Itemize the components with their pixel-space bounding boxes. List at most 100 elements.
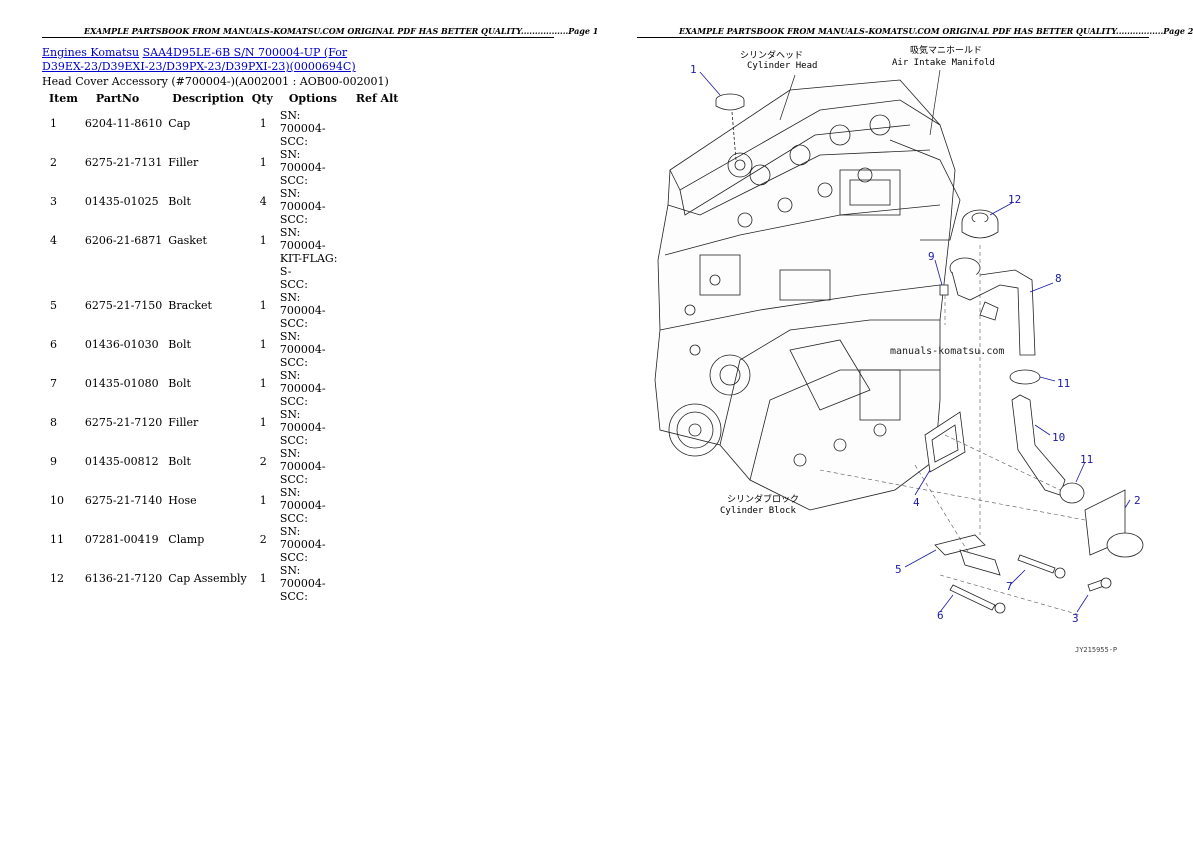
row-description: Cap Assembly: [168, 572, 247, 585]
breadcrumb: Engines Komatsu SAA4D95LE-6B S/N 700004-…: [42, 46, 602, 74]
callout-6: 6: [937, 609, 944, 622]
intake-jp-label: 吸気マニホールド: [910, 44, 982, 56]
row-option-line: SCC:: [279, 434, 308, 447]
row-partno: 6136-21-7120: [84, 572, 163, 585]
cylinder-head-en-label: Cylinder Head: [747, 61, 817, 71]
table-header-row: Item PartNo Description Qty Options Ref …: [42, 91, 402, 109]
row-option-line: SN: 700004-: [279, 408, 326, 434]
row-ref-alt: [349, 369, 403, 408]
row-item: 6: [50, 338, 57, 351]
row-options: SN: 700004-SCC:: [277, 486, 349, 525]
row-option-line: SCC:: [279, 317, 308, 330]
callout-2: 2: [1134, 494, 1141, 507]
callout-8: 8: [1055, 272, 1062, 285]
row-ref-alt: [349, 226, 403, 291]
row-description: Bolt: [168, 195, 191, 208]
row-item: 4: [50, 234, 57, 247]
row-partno: 01435-01080: [84, 377, 159, 390]
row-item: 1: [50, 117, 57, 130]
row-option-line: SN: 700004-: [279, 564, 326, 590]
row-options: SN: 700004-SCC:: [277, 564, 349, 603]
watermark-text: manuals-komatsu.com: [890, 346, 1004, 357]
row-options: SN: 700004-SCC:: [277, 291, 349, 330]
row-partno: 6206-21-6871: [84, 234, 163, 247]
row-option-line: SN: 700004-: [279, 447, 326, 473]
callout-5: 5: [895, 563, 902, 576]
row-option-line: SN: 700004-: [279, 148, 326, 174]
block-jp-label: シリンダブロック: [727, 493, 799, 505]
cylinder-head-jp-label: シリンダヘッド: [740, 49, 803, 61]
row-description: Bolt: [168, 377, 191, 390]
row-option-line: SCC:: [279, 135, 308, 148]
leader-lines: [699, 71, 1131, 613]
row-option-line: SCC:: [279, 551, 308, 564]
cap-part-1: [715, 93, 745, 161]
col-header-partno: PartNo: [95, 92, 140, 105]
breadcrumb-engines-link[interactable]: Engines Komatsu: [42, 46, 140, 59]
row-ref-alt: [349, 291, 403, 330]
header-rule-right: [637, 37, 1149, 38]
row-partno: 6275-21-7140: [84, 494, 163, 507]
row-option-line: SCC:: [279, 590, 308, 603]
row-options: SN: 700004-SCC:: [277, 109, 349, 148]
row-description: Clamp: [168, 533, 205, 546]
row-qty: 1: [259, 416, 267, 429]
row-item: 12: [50, 572, 64, 585]
row-partno: 01435-00812: [84, 455, 159, 468]
row-item: 10: [50, 494, 64, 507]
row-partno: 6275-21-7131: [84, 156, 163, 169]
callout-7: 7: [1006, 580, 1013, 593]
row-qty: 1: [259, 117, 267, 130]
row-options: SN: 700004-SCC:: [277, 330, 349, 369]
callout-4: 4: [913, 496, 920, 509]
row-item: 2: [50, 156, 57, 169]
intake-en-label: Air Intake Manifold: [892, 58, 995, 68]
row-option-line: SN: 700004-: [279, 109, 326, 135]
row-option-line: KIT-FLAG: S-: [279, 252, 338, 278]
col-header-options: Options: [288, 92, 337, 105]
row-ref-alt: [349, 330, 403, 369]
row-item: 9: [50, 455, 57, 468]
row-ref-alt: [349, 447, 403, 486]
row-item: 8: [50, 416, 57, 429]
row-options: SN: 700004-KIT-FLAG: S-SCC:: [277, 226, 349, 291]
row-option-line: SN: 700004-: [279, 187, 326, 213]
row-description: Filler: [168, 156, 199, 169]
row-option-line: SCC:: [279, 278, 308, 291]
model-link-line1: SAA4D95LE-6B S/N 700004-UP (For: [142, 46, 348, 59]
row-partno: 6275-21-7120: [84, 416, 163, 429]
row-partno: 07281-00419: [84, 533, 159, 546]
filler-part-8: [949, 257, 1036, 356]
row-option-line: SN: 700004-: [279, 226, 326, 252]
row-options: SN: 700004-SCC:: [277, 187, 349, 226]
row-description: Bolt: [168, 338, 191, 351]
row-option-line: SN: 700004-: [279, 330, 326, 356]
row-partno: 01435-01025: [84, 195, 159, 208]
row-qty: 4: [259, 195, 267, 208]
row-option-line: SN: 700004-: [279, 525, 326, 551]
clamp-part-11b: [1059, 482, 1085, 504]
row-description: Hose: [168, 494, 197, 507]
row-ref-alt: [349, 564, 403, 603]
bolt-parts: [939, 284, 1112, 614]
callout-11a: 11: [1057, 377, 1070, 390]
row-qty: 1: [259, 572, 267, 585]
col-header-qty: Qty: [251, 92, 273, 105]
row-options: SN: 700004-SCC:: [277, 408, 349, 447]
row-options: SN: 700004-SCC:: [277, 148, 349, 187]
clamp-part-11a: [1009, 369, 1041, 385]
row-qty: 2: [259, 533, 267, 546]
bracket-part-5: [934, 534, 1001, 576]
row-partno: 6204-11-8610: [84, 117, 163, 130]
row-ref-alt: [349, 486, 403, 525]
